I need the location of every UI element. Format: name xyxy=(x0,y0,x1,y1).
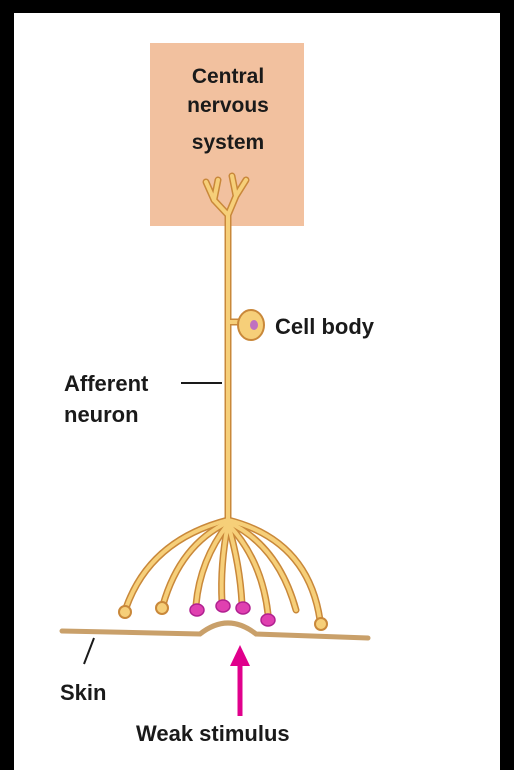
skin-leader-line xyxy=(84,638,94,664)
cell-body-label: Cell body xyxy=(275,314,375,339)
stimulus-label: Weak stimulus xyxy=(136,721,290,746)
terminal-activated xyxy=(261,614,275,626)
afferent-neuron xyxy=(119,176,327,630)
terminal-activated xyxy=(190,604,204,616)
terminal-activated xyxy=(236,602,250,614)
terminal-inactive xyxy=(119,606,131,618)
nucleus xyxy=(250,320,258,330)
terminal-inactive xyxy=(156,602,168,614)
afferent-neuron-label-line2: neuron xyxy=(64,402,139,427)
terminal-activated xyxy=(216,600,230,612)
cns-label-line3: system xyxy=(192,131,264,154)
stimulus-arrow xyxy=(230,645,250,716)
skin-label: Skin xyxy=(60,680,106,705)
cns-label-line2: nervous xyxy=(187,94,269,117)
afferent-neuron-label-line1: Afferent xyxy=(64,371,149,396)
terminal-inactive xyxy=(315,618,327,630)
cns-label-line1: Central xyxy=(192,65,264,88)
